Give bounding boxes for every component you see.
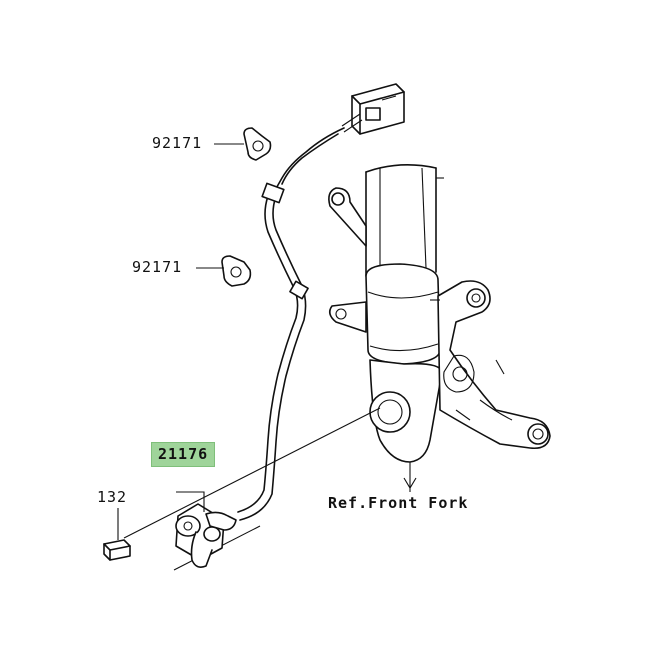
abs-sensor bbox=[175, 491, 237, 568]
sensor-wire bbox=[237, 127, 345, 521]
fork-lower bbox=[365, 263, 443, 490]
front-fork-tube bbox=[365, 164, 437, 277]
bolt bbox=[103, 508, 131, 561]
bracket-arm-upper bbox=[328, 187, 367, 333]
reference-front-fork-label: Ref.Front Fork bbox=[328, 494, 469, 512]
clamp-upper bbox=[214, 127, 272, 161]
sensor-guide-lines bbox=[123, 407, 381, 571]
callout-21176-sensor[interactable]: 21176 bbox=[151, 442, 216, 467]
caliper-bracket bbox=[437, 280, 551, 450]
callout-92171-upper: 92171 bbox=[152, 134, 203, 152]
clamp-lower bbox=[196, 255, 252, 287]
sensor-connector bbox=[341, 83, 405, 135]
callout-132-bolt: 132 bbox=[97, 488, 128, 506]
callout-92171-lower: 92171 bbox=[132, 258, 183, 276]
fork-reference-lines bbox=[430, 177, 444, 301]
